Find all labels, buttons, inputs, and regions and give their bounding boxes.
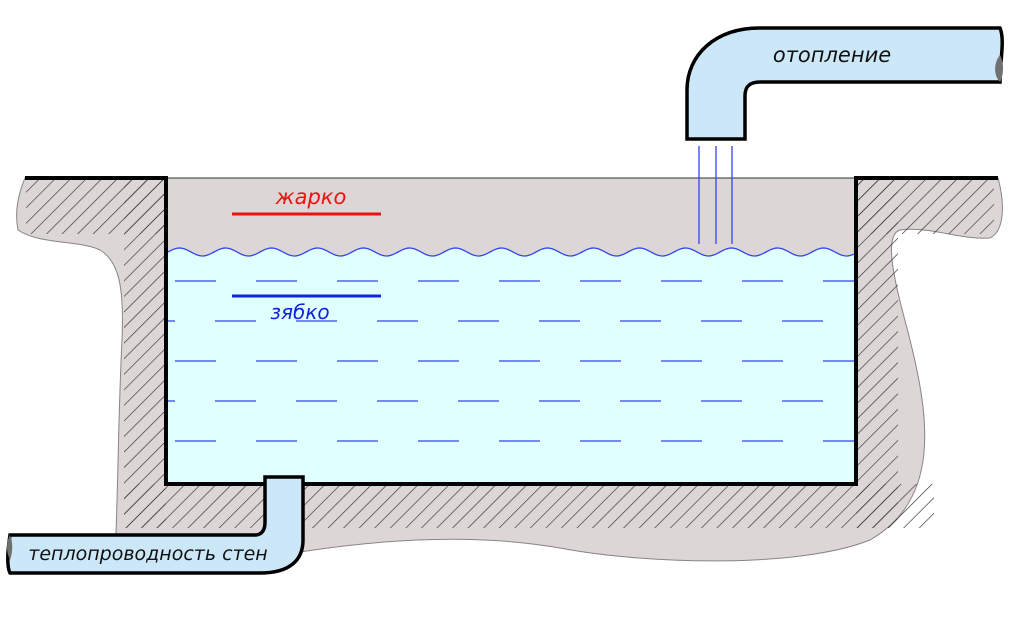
pipe-cap-right <box>995 55 1003 82</box>
wall-conduction-pipe: теплопроводность стен <box>5 475 305 575</box>
water-body <box>168 248 854 482</box>
wall-pipe-label: теплопроводность стен <box>28 543 267 565</box>
hot-level-marker: жарко <box>232 185 381 216</box>
cold-level-marker: зябко <box>232 294 381 324</box>
water-dashes <box>168 280 854 442</box>
wall-hatching <box>26 178 994 528</box>
heating-pipe-label: отопление <box>773 43 891 67</box>
hot-level-label: жарко <box>275 185 347 209</box>
heating-pipe: отопление <box>685 26 1004 141</box>
cold-level-label: зябко <box>270 300 329 324</box>
pipe-cap-left <box>7 535 13 560</box>
pool-wall-outline <box>25 176 998 486</box>
heating-streams <box>698 146 733 244</box>
water-surface-wave <box>167 247 855 257</box>
